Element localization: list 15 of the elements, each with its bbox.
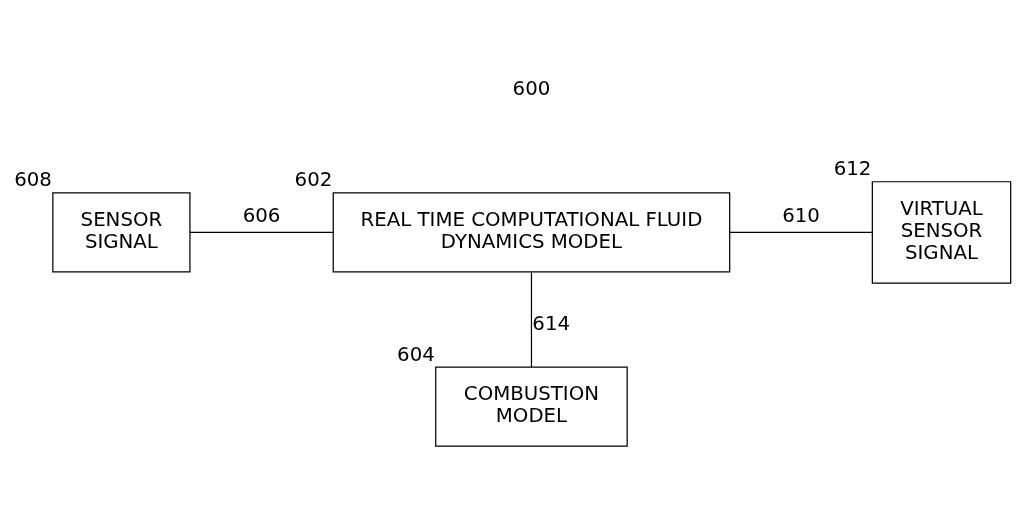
node-label: 604 bbox=[397, 342, 435, 366]
edge-label: 614 bbox=[532, 311, 571, 335]
connector bbox=[729, 231, 873, 233]
connector bbox=[530, 271, 533, 368]
node-box: SENSOR SIGNAL bbox=[52, 192, 191, 273]
node-label: 612 bbox=[833, 157, 872, 181]
connector bbox=[189, 231, 334, 233]
label: 600 bbox=[512, 77, 551, 101]
edge-label: 610 bbox=[782, 204, 820, 228]
edge-label: 606 bbox=[242, 204, 281, 228]
node-box: COMBUSTION MODEL bbox=[435, 366, 628, 447]
node-label: 602 bbox=[294, 168, 333, 192]
node-box: REAL TIME COMPUTATIONAL FLUID DYNAMICS MODEL bbox=[332, 192, 731, 273]
node-label: 608 bbox=[14, 168, 52, 192]
node-box: VIRTUAL SENSOR SIGNAL bbox=[871, 181, 1012, 284]
